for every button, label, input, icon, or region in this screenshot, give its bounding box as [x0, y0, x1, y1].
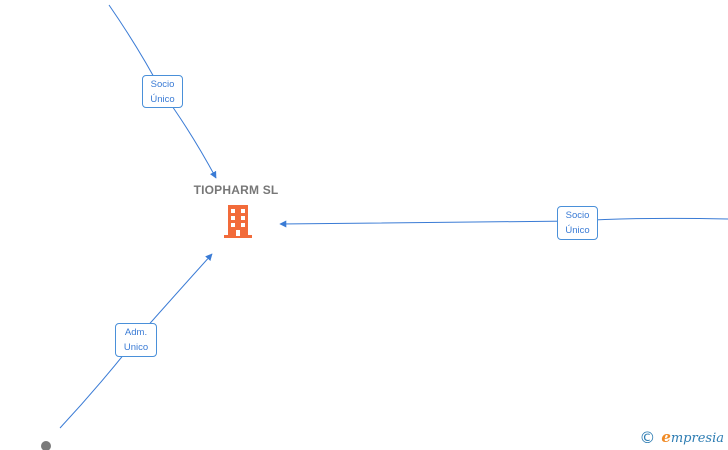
- brand-logo: empresia: [661, 428, 724, 446]
- edge-label-line1: Socio: [150, 79, 175, 90]
- edge-label-line2: Único: [150, 94, 175, 105]
- edge-label-line2: Unico: [123, 342, 149, 353]
- edge-label-right[interactable]: Socio Único: [557, 206, 598, 240]
- brand-initial: e: [661, 428, 671, 446]
- edge-label-line1: Socio: [565, 210, 590, 221]
- brand-rest: mpresia: [670, 431, 724, 446]
- building-icon[interactable]: [222, 203, 254, 239]
- empresia-watermark: © empresia: [639, 427, 724, 447]
- edge-label-line2: Único: [565, 225, 590, 236]
- edge-label-line1: Adm.: [124, 327, 148, 338]
- edge-line-right: [279, 217, 728, 228]
- person-icon[interactable]: [38, 440, 54, 450]
- company-name[interactable]: TIOPHARM SL: [193, 183, 279, 197]
- edge-label-bottom[interactable]: Adm. Unico: [115, 323, 157, 357]
- copyright-symbol: ©: [639, 427, 656, 447]
- edge-label-top[interactable]: Socio Único: [142, 75, 183, 108]
